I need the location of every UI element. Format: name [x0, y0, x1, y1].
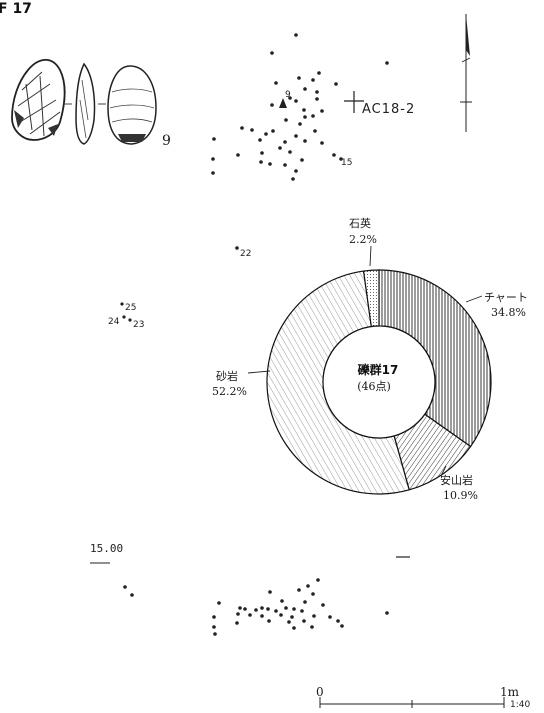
chart-subtitle: (46点): [357, 380, 391, 393]
point-group-23-25: [120, 302, 132, 322]
slice-label-andesite-name: 安山岩: [440, 473, 473, 487]
figure-heading: F 17: [0, 1, 32, 17]
artifact-location-label: 9: [285, 90, 291, 100]
north-arrow: [460, 14, 472, 132]
point-label-24: 24: [108, 317, 120, 327]
grid-point-marker: AC18-2: [344, 91, 415, 117]
donut-hole: [322, 325, 436, 439]
slice-label-sandstone-pct: 52.2%: [212, 385, 247, 398]
scale-bar: 0 1m 1:40: [316, 685, 530, 710]
elevation-label: 15.00: [90, 542, 123, 555]
chart-title: 礫群17: [357, 362, 399, 377]
elevation-marker: 15.00: [90, 542, 123, 564]
point-label-25: 25: [125, 303, 136, 313]
slice-label-quartz-name: 石英: [349, 216, 371, 230]
grid-code-label: AC18-2: [362, 102, 415, 117]
donut-center-label: 礫群17 (46点): [357, 362, 399, 393]
artifact-number: 9: [162, 133, 171, 149]
artifact-drawings: 9: [11, 58, 171, 149]
dot-cluster-upper: [211, 33, 389, 181]
artifact-view-back: [107, 65, 157, 145]
slice-label-chert-name: チャート: [484, 291, 528, 304]
artifact-view-front: [11, 58, 66, 141]
point-label-15: 15: [341, 158, 352, 168]
scale-ratio: 1:40: [510, 700, 530, 710]
scale-start: 0: [316, 685, 324, 699]
slice-label-andesite-pct: 10.9%: [443, 489, 478, 502]
point-label-22: 22: [240, 249, 251, 259]
slice-label-sandstone-name: 砂岩: [216, 369, 238, 383]
artifact-location-marker: 9: [279, 90, 291, 108]
slice-label-quartz-pct: 2.2%: [349, 233, 377, 246]
leader-lines: [247, 245, 483, 477]
donut-chart: [266, 269, 492, 495]
artifact-view-side: [75, 62, 96, 145]
point-label-23: 23: [133, 320, 144, 330]
slice-label-chert-pct: 34.8%: [491, 306, 526, 319]
scale-end: 1m: [500, 685, 520, 699]
point-22: [235, 246, 239, 250]
dot-cluster-lower: [123, 578, 389, 636]
